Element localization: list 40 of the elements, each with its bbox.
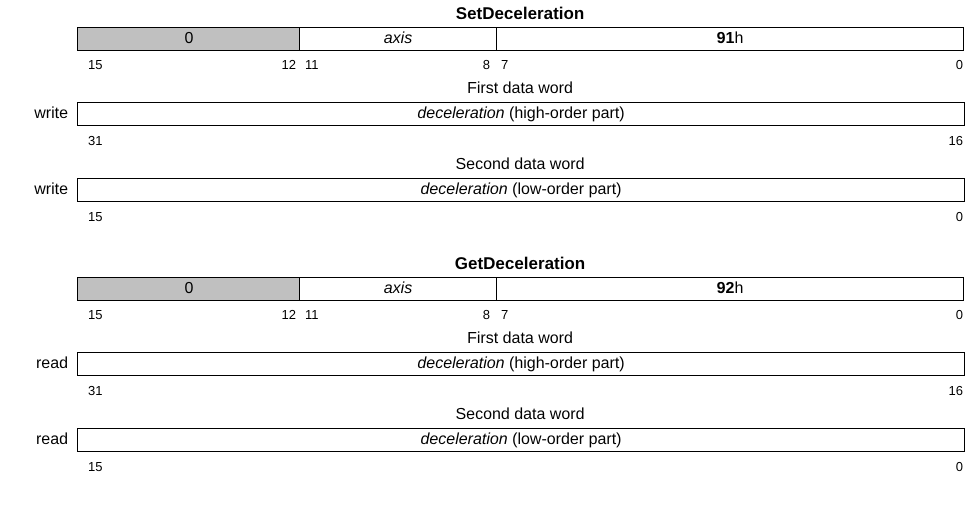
register-field: deceleration (low-order part) bbox=[77, 178, 965, 202]
bit-number: 0 bbox=[956, 209, 963, 226]
bit-number: 15 bbox=[88, 57, 102, 74]
word-heading: Second data word bbox=[456, 155, 584, 175]
register-field: deceleration (high-order part) bbox=[77, 352, 965, 376]
register-field: deceleration (high-order part) bbox=[77, 102, 965, 126]
bit-number: 31 bbox=[88, 383, 102, 400]
register-field: 0 bbox=[77, 27, 301, 51]
bit-number: 7 bbox=[501, 307, 508, 324]
bit-number: 12 bbox=[282, 307, 296, 324]
command-title: GetDeceleration bbox=[454, 253, 586, 274]
bit-number: 16 bbox=[948, 133, 963, 150]
register-field: 92h bbox=[496, 277, 964, 301]
bit-number: 12 bbox=[282, 57, 296, 74]
bit-number: 15 bbox=[88, 307, 102, 324]
bit-number: 7 bbox=[501, 57, 508, 74]
word-heading: First data word bbox=[467, 79, 573, 99]
bit-number: 11 bbox=[305, 57, 318, 74]
command-title: SetDeceleration bbox=[456, 3, 584, 24]
word-heading: Second data word bbox=[456, 405, 584, 425]
bit-number: 11 bbox=[305, 307, 318, 324]
bit-number: 16 bbox=[948, 383, 963, 400]
access-label: read bbox=[36, 430, 68, 450]
access-label: write bbox=[34, 180, 68, 200]
register-field: axis bbox=[299, 27, 497, 51]
access-label: read bbox=[36, 354, 68, 374]
bit-number: 31 bbox=[88, 133, 102, 150]
bit-number: 0 bbox=[956, 307, 963, 324]
bit-number: 15 bbox=[88, 209, 102, 226]
access-label: write bbox=[34, 104, 68, 124]
register-field: 0 bbox=[77, 277, 301, 301]
bit-number: 0 bbox=[956, 459, 963, 476]
register-field: axis bbox=[299, 277, 497, 301]
word-heading: First data word bbox=[467, 329, 573, 349]
register-field: 91h bbox=[496, 27, 964, 51]
bit-number: 0 bbox=[956, 57, 963, 74]
register-field: deceleration (low-order part) bbox=[77, 428, 965, 452]
bit-number: 8 bbox=[482, 57, 490, 74]
bit-number: 15 bbox=[88, 459, 102, 476]
bit-number: 8 bbox=[482, 307, 490, 324]
